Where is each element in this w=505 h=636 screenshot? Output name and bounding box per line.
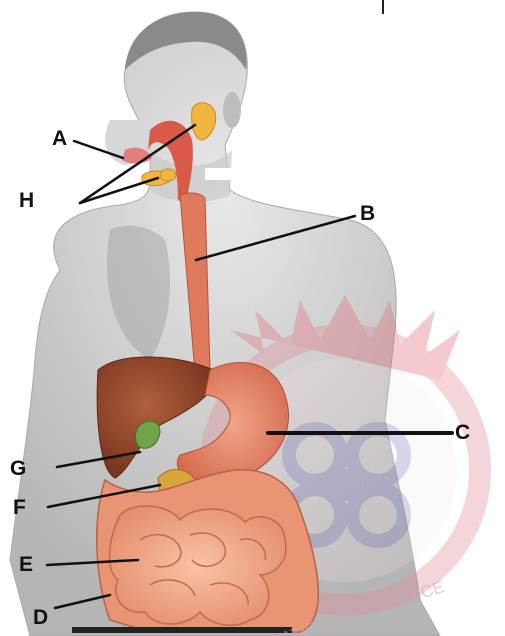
- label-G: G: [10, 458, 26, 479]
- label-D: D: [33, 607, 48, 628]
- label-A: A: [52, 128, 67, 149]
- label-C: C: [455, 422, 470, 443]
- label-B: B: [360, 203, 375, 224]
- label-F: F: [13, 497, 26, 518]
- label-H: H: [19, 190, 34, 211]
- label-backdrop: [205, 168, 235, 180]
- bottom-bar: [72, 627, 292, 633]
- small-intestine: [110, 506, 286, 625]
- label-E: E: [19, 554, 33, 575]
